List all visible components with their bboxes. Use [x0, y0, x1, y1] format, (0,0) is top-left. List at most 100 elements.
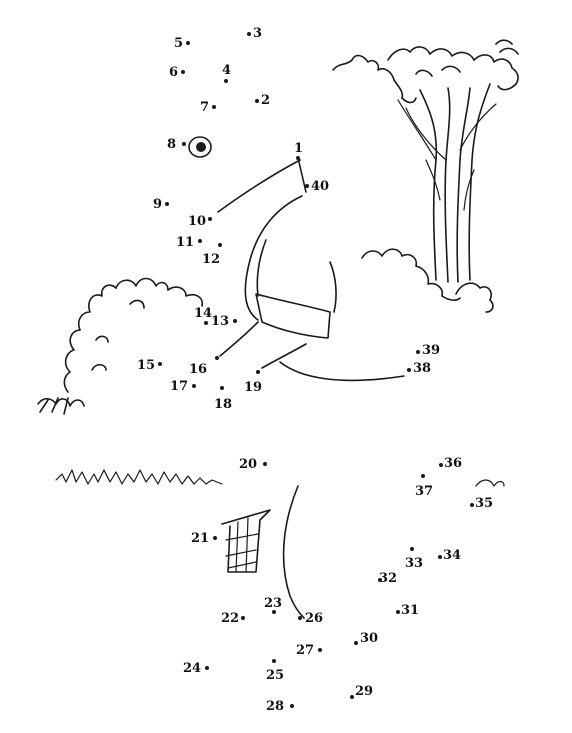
dot-6[interactable]: 6 [169, 65, 185, 80]
dot-22[interactable]: 22 [221, 611, 245, 626]
dot-marker[interactable] [186, 41, 190, 45]
dot-number-label: 13 [211, 314, 229, 329]
dot-34[interactable]: 34 [438, 548, 461, 563]
dot-marker[interactable] [378, 578, 382, 582]
dot-14[interactable]: 14 [194, 306, 212, 325]
dot-39[interactable]: 39 [416, 343, 440, 358]
dot-24[interactable]: 24 [183, 661, 209, 676]
dot-number-label: 38 [413, 361, 431, 376]
dot-12[interactable]: 12 [202, 243, 222, 267]
dot-marker[interactable] [247, 32, 251, 36]
dot-38[interactable]: 38 [407, 361, 431, 376]
dot-31[interactable]: 31 [396, 603, 419, 618]
dot-marker[interactable] [410, 547, 414, 551]
dot-marker[interactable] [290, 704, 294, 708]
dot-marker[interactable] [220, 386, 224, 390]
dot-25[interactable]: 25 [266, 659, 284, 683]
dot-number-label: 28 [266, 699, 284, 714]
dot-21[interactable]: 21 [191, 531, 217, 546]
dot-10[interactable]: 10 [188, 214, 212, 229]
dot-marker[interactable] [213, 536, 217, 540]
basket-illustration [221, 509, 271, 573]
dot-marker[interactable] [233, 319, 237, 323]
dot-marker[interactable] [470, 503, 474, 507]
dot-29[interactable]: 29 [350, 684, 373, 699]
dot-marker[interactable] [296, 156, 300, 160]
dot-marker[interactable] [182, 142, 186, 146]
dot-marker[interactable] [272, 659, 276, 663]
dot-13[interactable]: 13 [211, 314, 237, 329]
dot-26[interactable]: 26 [298, 611, 323, 626]
dot-marker[interactable] [396, 610, 400, 614]
dot-16[interactable]: 16 [189, 356, 219, 377]
dot-marker[interactable] [158, 362, 162, 366]
dot-marker[interactable] [416, 350, 420, 354]
dot-marker[interactable] [407, 368, 411, 372]
dot-marker[interactable] [305, 184, 309, 188]
dot-30[interactable]: 30 [354, 631, 378, 646]
dot-marker[interactable] [241, 616, 245, 620]
dot-number-label: 27 [296, 643, 314, 658]
dot-5[interactable]: 5 [174, 36, 190, 51]
dot-18[interactable]: 18 [214, 386, 232, 412]
dot-marker[interactable] [192, 384, 196, 388]
dot-marker[interactable] [215, 356, 219, 360]
dot-28[interactable]: 28 [266, 699, 294, 714]
dot-3[interactable]: 3 [247, 26, 262, 41]
dot-marker[interactable] [224, 79, 228, 83]
dot-marker[interactable] [272, 610, 276, 614]
dot-marker[interactable] [208, 217, 212, 221]
dot-number-label: 14 [194, 306, 212, 321]
dot-marker[interactable] [256, 370, 260, 374]
dot-number-label: 39 [422, 343, 440, 358]
dot-marker[interactable] [298, 616, 302, 620]
dot-number-label: 9 [153, 197, 162, 212]
dot-number-label: 37 [415, 484, 433, 499]
dot-2[interactable]: 2 [255, 93, 270, 108]
dot-9[interactable]: 9 [153, 197, 169, 212]
dot-27[interactable]: 27 [296, 643, 322, 658]
dot-number-label: 18 [214, 397, 232, 412]
dot-20[interactable]: 20 [239, 457, 267, 472]
dot-marker[interactable] [350, 695, 354, 699]
dot-7[interactable]: 7 [200, 100, 216, 115]
eye-icon [188, 136, 212, 158]
dot-4[interactable]: 4 [222, 63, 231, 83]
dot-37[interactable]: 37 [415, 474, 433, 499]
dot-number-label: 26 [305, 611, 323, 626]
dot-15[interactable]: 15 [137, 358, 162, 373]
dot-8[interactable]: 8 [167, 137, 186, 152]
dot-number-label: 21 [191, 531, 209, 546]
dot-marker[interactable] [354, 641, 358, 645]
dot-33[interactable]: 33 [405, 547, 423, 571]
bush-illustration [37, 277, 204, 415]
dot-1[interactable]: 1 [294, 141, 303, 160]
dot-marker[interactable] [318, 648, 322, 652]
dot-23[interactable]: 23 [264, 596, 282, 614]
dot-36[interactable]: 36 [439, 456, 462, 471]
dot-number-label: 36 [444, 456, 462, 471]
dot-number-label: 20 [239, 457, 257, 472]
dot-marker[interactable] [165, 202, 169, 206]
dot-marker[interactable] [204, 321, 208, 325]
dot-marker[interactable] [421, 474, 425, 478]
dot-marker[interactable] [263, 462, 267, 466]
dot-32[interactable]: 32 [378, 571, 397, 586]
dot-40[interactable]: 40 [305, 179, 329, 194]
dot-marker[interactable] [439, 463, 443, 467]
dot-number-label: 5 [174, 36, 183, 51]
dot-marker[interactable] [198, 239, 202, 243]
dot-marker[interactable] [438, 555, 442, 559]
dot-marker[interactable] [205, 666, 209, 670]
dot-19[interactable]: 19 [244, 370, 262, 395]
dot-number-label: 22 [221, 611, 239, 626]
dot-11[interactable]: 11 [176, 235, 202, 250]
dot-marker[interactable] [218, 243, 222, 247]
dot-17[interactable]: 17 [170, 379, 196, 394]
dot-35[interactable]: 35 [470, 496, 493, 511]
dot-marker[interactable] [212, 105, 216, 109]
dot-number-label: 30 [360, 631, 378, 646]
dot-marker[interactable] [181, 70, 185, 74]
dot-marker[interactable] [255, 99, 259, 103]
